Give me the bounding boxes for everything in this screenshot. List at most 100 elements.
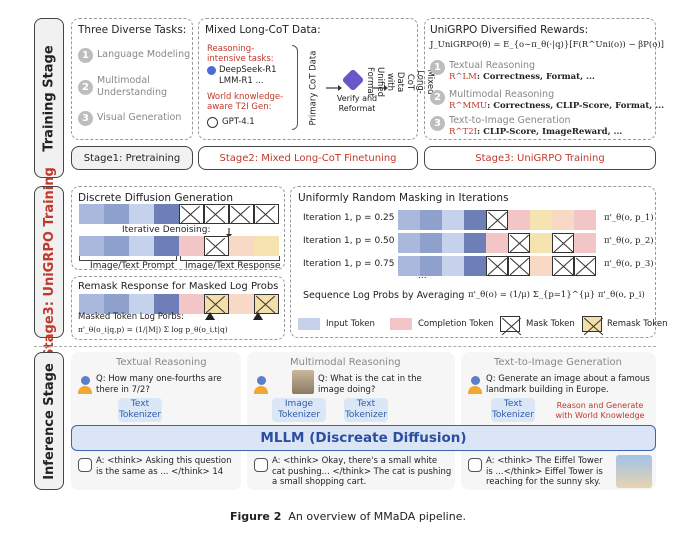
legend-completion: Completion Token — [418, 319, 494, 329]
prompt-label: Image/Text Prompt — [90, 261, 175, 271]
legend-input-swatch — [298, 318, 320, 330]
input-token — [104, 236, 129, 256]
completion-token — [530, 233, 552, 253]
completion-token — [574, 233, 596, 253]
completion-token — [530, 256, 552, 276]
completion-token — [508, 210, 530, 230]
legend-mask: Mask Token — [526, 319, 575, 329]
task-language-modeling: Language Modeling — [97, 49, 191, 60]
question-2: Q: What is the cat in the image doing? — [318, 374, 422, 395]
input-token — [129, 294, 154, 314]
reward-name-2: Multimodal Reasoning — [449, 89, 555, 100]
iter-out-1: π'_θ(o, p_1) — [604, 213, 654, 223]
remask-token — [254, 294, 279, 314]
verify-label: Verify and Reformat — [336, 94, 378, 113]
robot-icon-3 — [468, 458, 482, 472]
stage1-box: Stage1: Pretraining — [71, 146, 193, 170]
seq-log-probs-label: Sequence Log Probs by Averaging — [303, 290, 465, 301]
seq-formula: π'_θ(o) = (1/μ) Σ_{p=1}^{μ} π'_θ(o, p_i) — [468, 290, 645, 300]
task-multimodal-understanding: Multimodal Understanding — [97, 75, 167, 98]
mask-token — [254, 204, 279, 224]
completion-token — [179, 294, 204, 314]
reward-desc-3: R^T2I: CLIP-Score, ImageReward, ... — [449, 127, 623, 137]
input-token — [420, 210, 442, 230]
legend-remask: Remask Token — [607, 319, 668, 329]
mask-token — [204, 236, 229, 256]
completion-token — [229, 294, 254, 314]
diffusion-panel — [71, 186, 285, 270]
arrow-to-verify — [326, 85, 342, 91]
input-token — [129, 236, 154, 256]
denoise-label: Iterative Denoising: — [122, 225, 211, 235]
col-title-textual: Textual Reasoning — [116, 357, 207, 368]
image-tokenizer: Image Tokenizer — [272, 398, 326, 422]
mask-token — [574, 256, 596, 276]
rewards-formula: J_UniGRPO(θ) = E_{o∼π_θ(·|q)}[F(R^Uni(o)… — [430, 40, 664, 50]
text-tokenizer-1: Text Tokenizer — [118, 398, 162, 422]
robot-icon-1 — [78, 458, 92, 472]
input-token — [79, 294, 104, 314]
input-token — [104, 204, 129, 224]
task-num-3: 3 — [78, 111, 93, 126]
world-knowledge-label: World knowledge-aware T2I Gen: — [207, 92, 284, 112]
mask-token — [486, 256, 508, 276]
mask-token — [552, 233, 574, 253]
mask-token — [486, 210, 508, 230]
answer-3: A: <think> The Eiffel Tower is ...</thin… — [486, 456, 603, 487]
input-token — [464, 210, 486, 230]
rewards-title: UniGRPO Diversified Rewards: — [430, 24, 589, 36]
reward-num-2: 2 — [430, 90, 445, 105]
answer-2: A: <think> Okay, there's a small white c… — [272, 456, 452, 487]
legend-mask-swatch — [500, 316, 520, 332]
input-token — [442, 210, 464, 230]
tasks-panel — [71, 18, 193, 140]
response-label: Image/Text Response — [185, 261, 281, 271]
input-token — [398, 256, 420, 276]
input-token — [154, 236, 179, 256]
input-token — [154, 294, 179, 314]
cot-title: Mixed Long-CoT Data: — [205, 24, 321, 36]
mixed-cot-label: Mixed Long-CoT Data with Unified Format — [365, 67, 436, 97]
legend-completion-swatch — [390, 318, 412, 330]
completion-token — [254, 236, 279, 256]
iter-out-2: π'_θ(o, p_2) — [604, 236, 654, 246]
mask-token — [179, 204, 204, 224]
input-token — [398, 210, 420, 230]
cot-panel — [198, 18, 418, 140]
deepseek-icon — [207, 66, 216, 75]
brace — [292, 45, 298, 130]
input-token — [442, 233, 464, 253]
stage-divider — [34, 346, 656, 347]
task-num-1: 1 — [78, 48, 93, 63]
remask-formula: π'_θ(o_i|q,p) = (1/|M|) Σ log p_θ(o_i,t|… — [78, 325, 228, 334]
iter-label-3: Iteration 1, p = 0.75 — [303, 259, 395, 269]
mask-token — [229, 204, 254, 224]
prompt-bracket — [79, 256, 177, 261]
iter-label-2: Iteration 1, p = 0.50 — [303, 236, 395, 246]
arrow-to-mixed — [372, 85, 388, 91]
completion-token — [179, 236, 204, 256]
completion-token — [486, 233, 508, 253]
reward-desc-2: R^MMU: Correctness, CLIP-Score, Format, … — [449, 101, 665, 111]
col-title-multimodal: Multimodal Reasoning — [290, 357, 401, 368]
training-stage-label: Training Stage — [34, 18, 64, 178]
remask-label: Masked Token Log Porbs: — [78, 312, 184, 322]
reward-num-1: 1 — [430, 60, 445, 75]
stage3-box: Stage3: UniGRPO Training — [424, 146, 656, 170]
response-bracket — [180, 256, 280, 261]
masking-title: Uniformly Random Masking in Iterations — [298, 192, 509, 204]
input-token — [129, 204, 154, 224]
remask-title: Remask Response for Masked Log Probs — [78, 281, 279, 292]
input-token — [154, 204, 179, 224]
input-token — [79, 204, 104, 224]
remask-panel — [71, 276, 285, 340]
eiffel-image — [616, 455, 652, 488]
model-gpt: GPT-4.1 — [222, 117, 255, 127]
figure-caption: Figure 2 An overview of MMaDA pipeline. — [230, 510, 466, 523]
remask-pointer-1 — [205, 312, 215, 320]
text-tokenizer-2: Text Tokenizer — [344, 398, 388, 422]
reward-num-3: 3 — [430, 116, 445, 131]
question-1: Q: How many one-fourths are there in 7/2… — [96, 374, 222, 395]
stage2-box: Stage2: Mixed Long-CoT Finetuning — [198, 146, 418, 170]
reason-generate-label: Reason and Generate with World Knowledge — [555, 401, 645, 420]
